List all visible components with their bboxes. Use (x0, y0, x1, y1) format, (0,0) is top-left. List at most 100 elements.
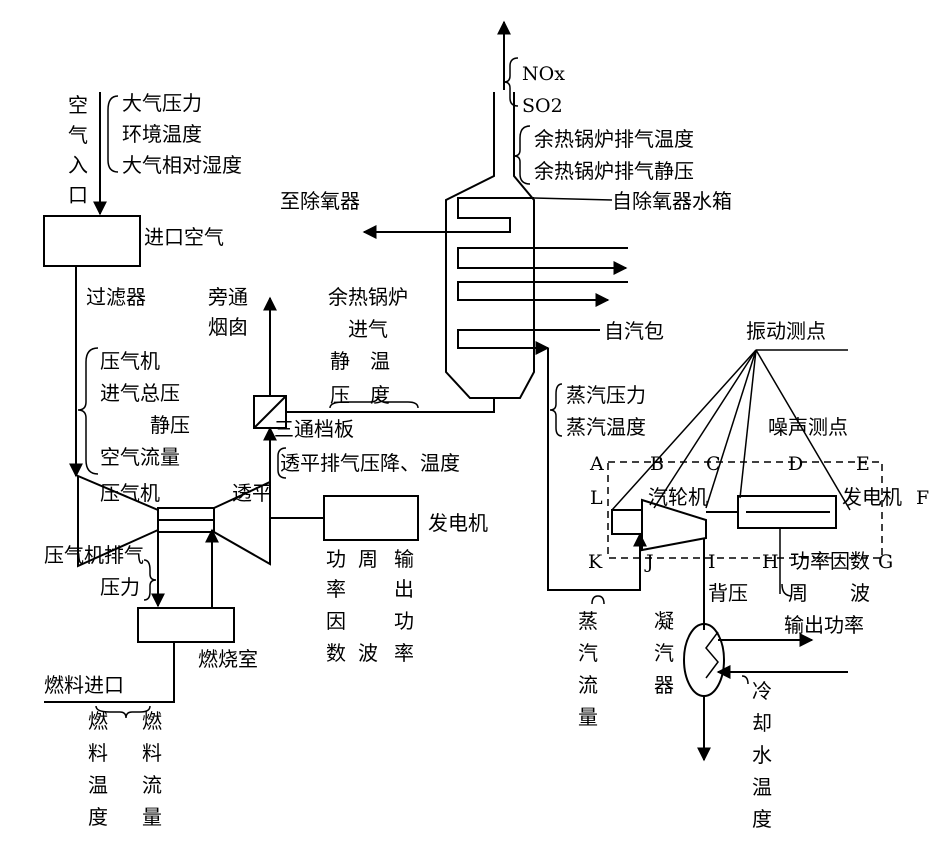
turbine-exhaust-label: 透平排气压降、温度 (280, 451, 460, 475)
point-f-label: F (916, 487, 929, 509)
turbine-shape (213, 480, 271, 566)
cooling-water-brace (741, 675, 749, 685)
air-inlet-char: 口 (68, 183, 88, 207)
hrsg-coil-1 (457, 247, 628, 275)
damper-blade (253, 395, 287, 429)
vibration-points-label: 振动测点 (746, 319, 826, 343)
generator-1-box (323, 495, 419, 541)
vibration-line (653, 349, 757, 509)
steam-turbine-hp (611, 509, 643, 535)
point-k-label: K (588, 551, 603, 573)
fuel-temp-label: 燃料温度 (88, 709, 108, 829)
emission-brace (503, 57, 519, 107)
air-inlet-char: 入 (68, 153, 88, 177)
point-b-label: B (650, 453, 664, 475)
comp-exhaust-brace (143, 559, 157, 601)
atmo-humidity-label: 大气相对湿度 (122, 153, 242, 177)
gen1-output-label: 输出功率 (394, 547, 414, 665)
so2-label: SO2 (522, 95, 563, 117)
vibration-line (611, 349, 757, 511)
point-h-label: H (762, 551, 779, 573)
to-deaerator-line (362, 197, 534, 239)
cooling-water-temp-label: 冷却水温度 (752, 679, 772, 831)
bypass-stack-label: 烟囱 (208, 315, 248, 339)
point-d-label: D (788, 453, 803, 475)
air-inlet-char: 空 (68, 93, 88, 117)
air-flow-label: 空气流量 (100, 445, 180, 469)
damper-to-hrsg-duct (286, 398, 495, 413)
steam-flow-label: 蒸汽流量 (578, 609, 598, 729)
filter-label: 过滤器 (86, 285, 146, 309)
bypass-stack-label: 旁通 (208, 285, 248, 309)
hrsg-exhaust-temp-label: 余热锅炉排气温度 (534, 127, 694, 151)
from-drum-coil (457, 329, 600, 355)
atmo-pressure-label: 大气压力 (122, 91, 202, 115)
comp-inlet-label: 进气总压 (100, 381, 180, 405)
gen2-brace (781, 583, 793, 597)
point-i-label: I (708, 551, 716, 573)
point-c-label: C (706, 453, 721, 475)
gen1-power-factor-label: 功率因数 (326, 547, 346, 665)
generator-2-label: 发电机 (842, 485, 902, 509)
main-steam-line (547, 348, 647, 591)
damper-label: 三通档板 (274, 417, 354, 441)
hrsg-inlet-brace (329, 395, 419, 409)
vibration-lines (611, 349, 851, 511)
fuel-flow-label: 燃料流量 (142, 709, 162, 829)
hrsg-coil-2 (457, 281, 628, 307)
steam-pressure-label: 蒸汽压力 (566, 383, 646, 407)
point-l-label: L (590, 487, 603, 509)
noise-points-label: 噪声测点 (768, 415, 848, 439)
fuel-inlet-label: 燃料进口 (44, 673, 124, 697)
air-inlet-char: 气 (68, 123, 88, 147)
air-inlet-label: 空 气 入 口 (68, 93, 94, 207)
comp-inlet-label: 压气机 (100, 349, 160, 373)
combustor-label: 燃烧室 (198, 647, 258, 671)
nox-label: NOx (522, 63, 565, 85)
gen1-frequency-label: 周波 (358, 547, 378, 665)
inlet-air-label: 进口空气 (144, 225, 224, 249)
point-a-label: A (589, 453, 604, 475)
hrsg-inlet-label: 静 温 (330, 349, 390, 373)
hrsg-exhaust-brace (513, 125, 531, 185)
atmo-brace (107, 95, 119, 173)
combustor-box (137, 607, 235, 643)
hrsg-inlet-label: 压 度 (330, 383, 390, 407)
condenser-label: 凝汽器 (654, 609, 674, 697)
fuel-line (44, 642, 175, 703)
comp-inlet-brace (77, 347, 99, 475)
hrsg-body (445, 92, 535, 399)
steam-turbine-body (641, 498, 707, 552)
turbine-exhaust-brace (277, 447, 287, 479)
measurement-zone (607, 461, 883, 559)
steam-flow-brace (591, 595, 605, 605)
vibration-line (739, 349, 757, 499)
gen2-power-factor-label: 功率因数 (790, 549, 870, 573)
point-j-label: J (644, 551, 654, 573)
comp-exhaust-label: 压气机排气 (44, 543, 144, 567)
steam-temp-label: 蒸汽温度 (566, 415, 646, 439)
vibration-line (705, 349, 757, 509)
generator-2-box (737, 495, 837, 529)
gen2-output-label: 输出功率 (784, 613, 864, 637)
turbine-label: 透平 (232, 481, 272, 505)
hrsg-inlet-label: 进气 (348, 317, 388, 341)
generator-1-label: 发电机 (428, 511, 488, 535)
steam-turbine-label: 汽轮机 (648, 485, 708, 509)
point-e-label: E (856, 453, 870, 475)
from-deaerator-tank-label: 自除氧器水箱 (612, 189, 732, 213)
hrsg-inlet-label: 余热锅炉 (328, 285, 408, 309)
condenser-shape (683, 623, 725, 697)
comp-inlet-label: 静压 (150, 413, 190, 437)
condenser-coil (705, 631, 719, 679)
to-deaerator-label: 至除氧器 (280, 189, 360, 213)
inlet-air-box (43, 215, 141, 267)
from-drum-label: 自汽包 (604, 319, 664, 343)
vibration-line (755, 349, 851, 511)
compressor-label: 压气机 (100, 481, 160, 505)
gen2-frequency-label: 周 (788, 581, 808, 605)
back-pressure-label: 背压 (708, 581, 748, 605)
deaerator-tank-leader (533, 197, 613, 201)
comp-exhaust-label: 压力 (100, 575, 140, 599)
